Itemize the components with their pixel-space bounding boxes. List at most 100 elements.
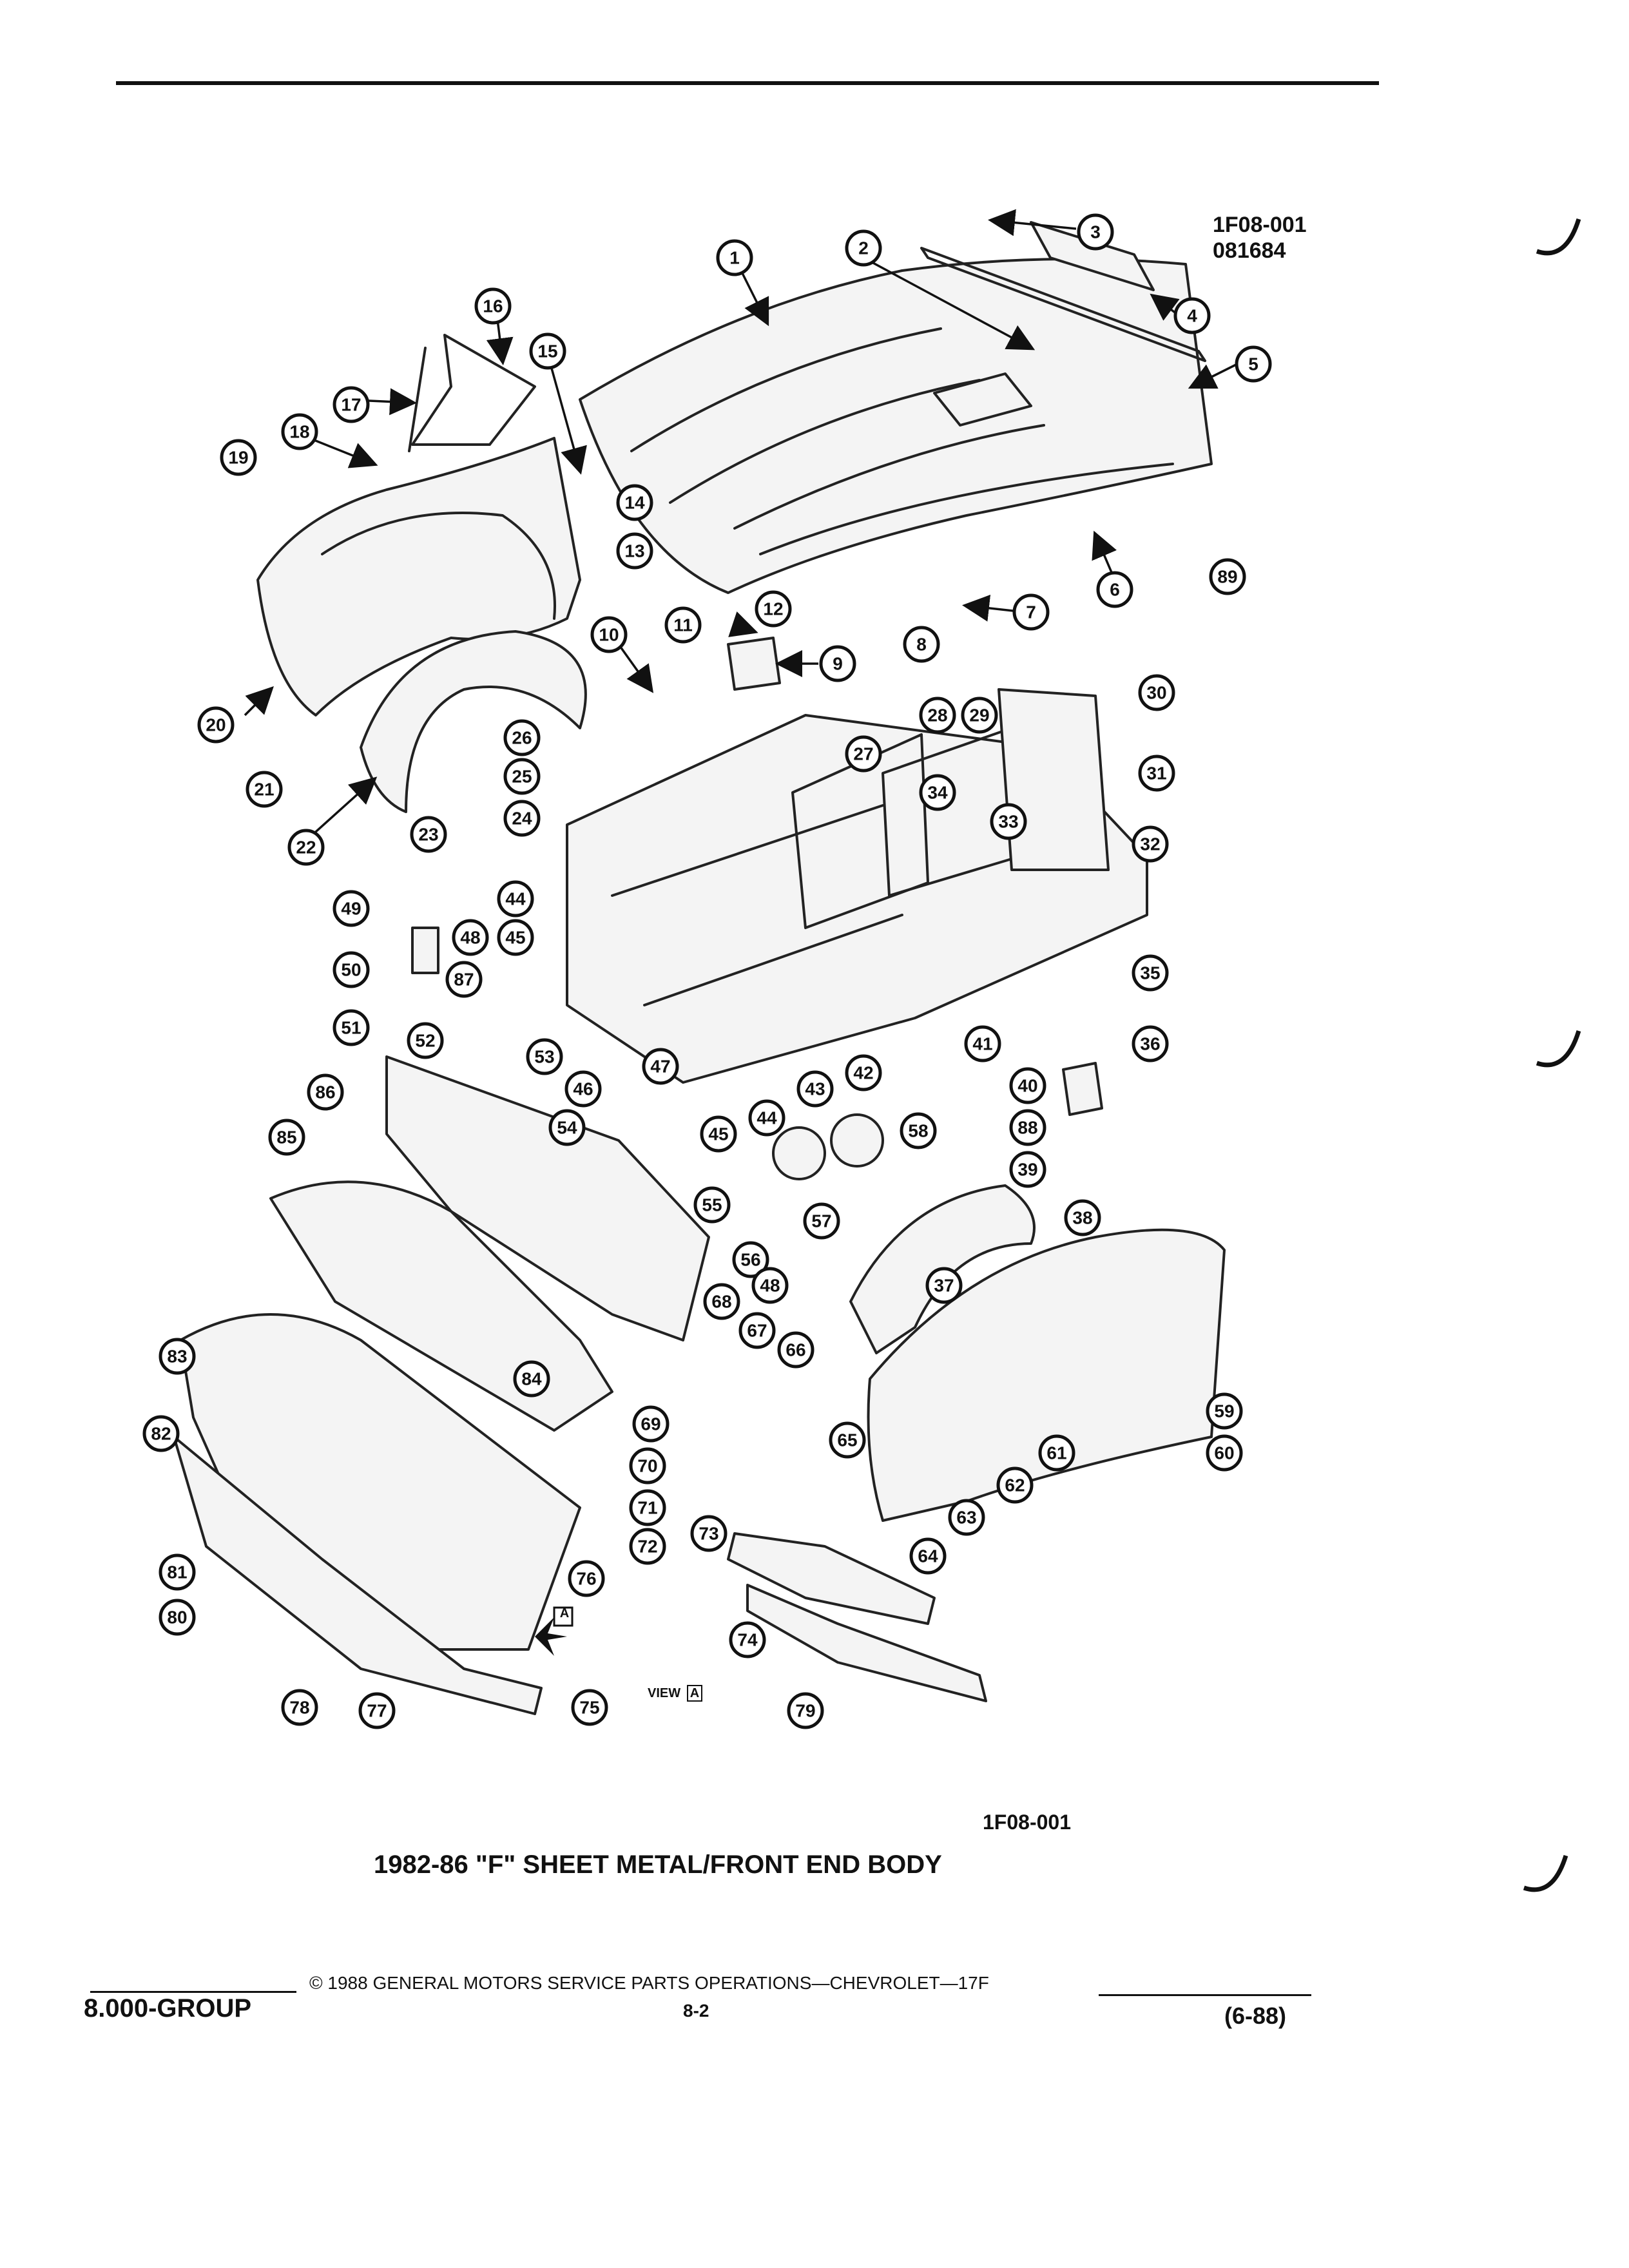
callout-15: 15	[529, 332, 566, 370]
svg-text:45: 45	[505, 928, 525, 948]
svg-text:29: 29	[969, 706, 989, 726]
svg-text:2: 2	[858, 238, 869, 258]
callout-14: 14	[616, 484, 653, 521]
callout-3: 3	[1077, 213, 1114, 251]
svg-text:66: 66	[786, 1340, 805, 1360]
svg-text:17: 17	[341, 395, 361, 415]
callout-51: 51	[333, 1009, 370, 1046]
svg-text:37: 37	[934, 1276, 954, 1296]
svg-text:78: 78	[289, 1698, 309, 1718]
date-code: 081684	[1213, 238, 1286, 263]
callout-16: 16	[474, 287, 512, 325]
svg-text:82: 82	[151, 1424, 171, 1444]
svg-text:75: 75	[579, 1698, 599, 1718]
callout-50: 50	[333, 951, 370, 988]
callout-48: 48	[452, 919, 489, 956]
callout-84: 84	[513, 1360, 550, 1398]
svg-text:80: 80	[167, 1608, 187, 1628]
svg-text:55: 55	[702, 1195, 722, 1215]
svg-text:64: 64	[918, 1546, 938, 1566]
svg-text:19: 19	[228, 448, 248, 468]
top-rule	[116, 81, 1379, 85]
callout-17: 17	[333, 386, 370, 423]
callout-42: 42	[845, 1054, 882, 1091]
gas-strut	[408, 347, 427, 452]
svg-text:70: 70	[637, 1456, 657, 1476]
svg-text:14: 14	[624, 493, 645, 513]
svg-text:59: 59	[1214, 1401, 1234, 1421]
svg-text:28: 28	[927, 706, 947, 726]
callout-4: 4	[1173, 297, 1211, 334]
lower-spoiler	[746, 1584, 987, 1702]
svg-text:85: 85	[276, 1128, 296, 1148]
callout-39: 39	[1009, 1151, 1046, 1188]
callout-48-lower: 48	[751, 1267, 789, 1304]
callout-12: 12	[755, 590, 792, 628]
svg-text:67: 67	[747, 1321, 767, 1341]
callout-54: 54	[548, 1109, 586, 1146]
svg-text:21: 21	[254, 780, 274, 800]
footer-copyright: © 1988 GENERAL MOTORS SERVICE PARTS OPER…	[309, 1973, 989, 1993]
callout-82: 82	[142, 1415, 180, 1452]
binder-mark-3	[1523, 1854, 1568, 1892]
svg-text:44: 44	[505, 889, 526, 909]
callout-47: 47	[642, 1048, 679, 1085]
view-letter: A	[686, 1685, 703, 1702]
callout-35: 35	[1132, 954, 1169, 992]
callout-67: 67	[738, 1312, 776, 1349]
svg-text:72: 72	[637, 1537, 657, 1557]
svg-text:39: 39	[1017, 1160, 1037, 1180]
svg-text:41: 41	[972, 1034, 992, 1054]
callout-27: 27	[845, 735, 882, 773]
svg-text:25: 25	[512, 767, 532, 787]
callout-87: 87	[445, 961, 483, 998]
callout-60: 60	[1206, 1434, 1243, 1472]
callout-5: 5	[1235, 345, 1272, 383]
callout-18: 18	[281, 413, 318, 450]
svg-text:16: 16	[483, 296, 503, 316]
callout-46: 46	[564, 1070, 602, 1108]
callout-85: 85	[268, 1119, 305, 1156]
callout-55: 55	[693, 1186, 731, 1224]
svg-text:5: 5	[1248, 354, 1258, 374]
callouts: 1 2 3 4 5 6 7 8 9 10 11 12 13 14 15 16 1…	[142, 213, 1272, 1729]
svg-text:61: 61	[1046, 1443, 1066, 1463]
svg-text:89: 89	[1217, 567, 1237, 587]
callout-2: 2	[845, 229, 882, 267]
callout-69: 69	[632, 1405, 670, 1443]
svg-text:62: 62	[1005, 1475, 1025, 1495]
callout-75: 75	[571, 1689, 608, 1726]
svg-text:68: 68	[711, 1292, 731, 1312]
callout-80: 80	[159, 1599, 196, 1636]
svg-text:58: 58	[908, 1121, 928, 1141]
callout-44: 44	[497, 880, 534, 918]
svg-text:33: 33	[998, 812, 1018, 832]
callout-81: 81	[159, 1553, 196, 1591]
svg-text:84: 84	[521, 1369, 542, 1389]
svg-text:30: 30	[1146, 683, 1166, 703]
svg-text:35: 35	[1140, 963, 1160, 983]
svg-text:53: 53	[534, 1047, 554, 1067]
callout-83: 83	[159, 1338, 196, 1375]
callout-53: 53	[526, 1038, 563, 1075]
view-a-marker	[535, 1606, 574, 1656]
figure-id-top: 1F08-001	[1213, 213, 1307, 237]
svg-text:27: 27	[853, 744, 873, 764]
footer-page: 8-2	[683, 2001, 709, 2021]
svg-text:7: 7	[1026, 602, 1036, 622]
callout-29: 29	[961, 697, 998, 734]
left-inner-wheelhouse	[360, 630, 587, 813]
svg-text:40: 40	[1017, 1076, 1037, 1096]
callout-57: 57	[803, 1202, 840, 1240]
svg-text:20: 20	[206, 715, 226, 735]
callout-77: 77	[358, 1692, 396, 1729]
svg-text:8: 8	[916, 635, 927, 655]
callout-72: 72	[629, 1528, 666, 1565]
right-fender-part	[867, 1228, 1226, 1522]
svg-text:87: 87	[454, 970, 474, 990]
svg-text:57: 57	[811, 1211, 831, 1231]
callout-62: 62	[996, 1466, 1034, 1504]
callout-43: 43	[796, 1070, 834, 1108]
svg-text:1: 1	[729, 248, 740, 268]
callout-44-lower: 144	[748, 1099, 786, 1137]
